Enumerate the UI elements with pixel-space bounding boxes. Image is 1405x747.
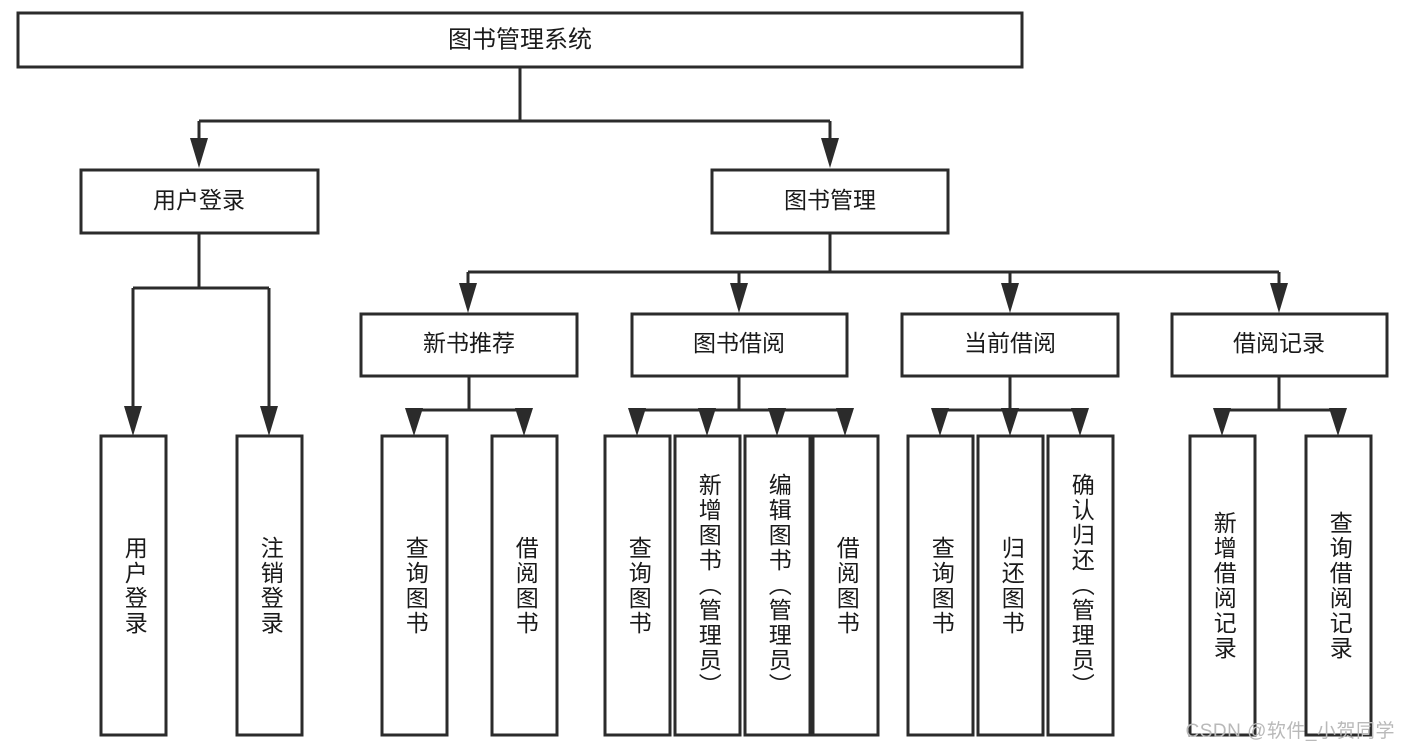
arrow-head-current-borrow — [1001, 283, 1019, 313]
node-new-book-recommend[interactable]: 新书推荐 — [359, 312, 579, 378]
node-user-login-box[interactable] — [79, 168, 320, 235]
arrow-head-currentborrow-leaf-2 — [1001, 408, 1019, 436]
arrow-head-book-mgmt — [821, 138, 839, 168]
node-new-book-recommend-box[interactable] — [359, 312, 579, 378]
node-current-borrow-box[interactable] — [900, 312, 1120, 378]
arrow-head-newbook-leaf-2 — [515, 408, 533, 436]
leaf-box-borrow-book-2[interactable] — [811, 434, 880, 737]
leaf-box-query-book-1[interactable] — [380, 434, 449, 737]
arrow-head-new-book — [459, 283, 477, 313]
arrow-head-currentborrow-leaf-1 — [931, 408, 949, 436]
arrow-head-newbook-leaf-1 — [405, 408, 423, 436]
node-current-borrow-label: 当前借阅 — [964, 330, 1056, 356]
node-borrow-record-box[interactable] — [1170, 312, 1389, 378]
leaf-box-add-book-admin[interactable] — [673, 434, 742, 737]
leaf-box-query-book-2[interactable] — [603, 434, 672, 737]
node-book-borrow-label: 图书借阅 — [693, 330, 785, 356]
node-new-book-recommend-label: 新书推荐 — [423, 330, 515, 356]
arrow-head-bookborrow-leaf-1 — [628, 408, 646, 436]
node-borrow-record-label: 借阅记录 — [1233, 330, 1325, 356]
arrow-head-book-borrow — [730, 283, 748, 313]
connectors-group — [124, 67, 1347, 436]
arrow-head-bookborrow-leaf-2 — [698, 408, 716, 436]
node-borrow-record[interactable]: 借阅记录 — [1170, 312, 1389, 378]
node-book-borrow[interactable]: 图书借阅 — [630, 312, 849, 378]
leaf-box-add-borrow-record[interactable] — [1188, 434, 1257, 737]
node-book-management[interactable]: 图书管理 — [710, 168, 950, 235]
node-user-login[interactable]: 用户登录 — [79, 168, 320, 235]
node-current-borrow[interactable]: 当前借阅 — [900, 312, 1120, 378]
arrow-head-borrow-record — [1270, 283, 1288, 313]
arrow-head-borrowrecord-leaf-2 — [1329, 408, 1347, 436]
node-user-login-label: 用户登录 — [153, 187, 245, 213]
node-root[interactable]: 图书管理系统 — [16, 11, 1024, 69]
node-root-box[interactable] — [16, 11, 1024, 69]
arrow-head-borrowrecord-leaf-1 — [1213, 408, 1231, 436]
csdn-watermark: CSDN @软件_小贺同学 — [1185, 721, 1395, 742]
arrow-head-bookborrow-leaf-3 — [768, 408, 786, 436]
leaf-box-edit-book-admin[interactable] — [743, 434, 812, 737]
arrow-head-leaf-logout — [260, 406, 278, 436]
leaf-box-user-login[interactable] — [99, 434, 168, 737]
arrow-head-bookborrow-leaf-4 — [836, 408, 854, 436]
node-root-label: 图书管理系统 — [448, 26, 592, 53]
leaf-box-borrow-book-1[interactable] — [490, 434, 559, 737]
leaf-box-logout[interactable] — [235, 434, 304, 737]
node-book-management-label: 图书管理 — [784, 187, 876, 213]
arrow-head-user-login — [190, 138, 208, 168]
arrow-head-currentborrow-leaf-3 — [1071, 408, 1089, 436]
node-book-borrow-box[interactable] — [630, 312, 849, 378]
node-book-management-box[interactable] — [710, 168, 950, 235]
leaf-box-query-borrow-record[interactable] — [1304, 434, 1373, 737]
arrow-head-leaf-user-login — [124, 406, 142, 436]
leaf-box-query-book-3[interactable] — [906, 434, 975, 737]
leaf-box-confirm-return-admin[interactable] — [1046, 434, 1115, 737]
leaf-box-return-book[interactable] — [976, 434, 1045, 737]
